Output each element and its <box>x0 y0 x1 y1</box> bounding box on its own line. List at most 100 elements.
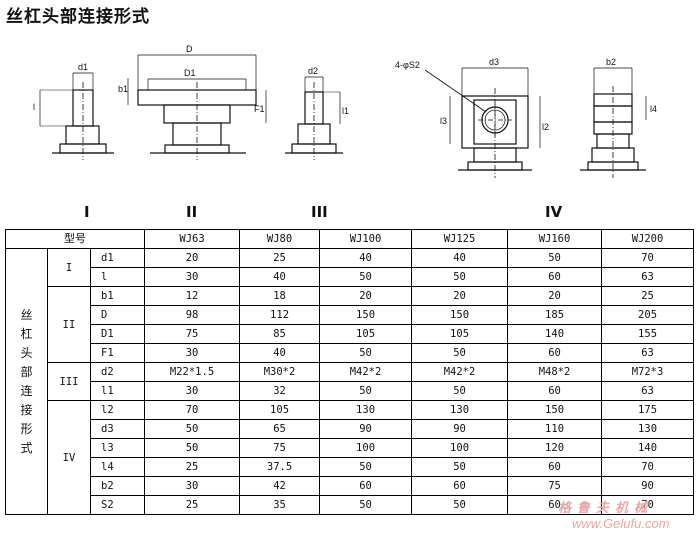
value-cell: 37.5 <box>239 457 321 477</box>
param-code: b2 <box>89 476 146 496</box>
form-i-drawing <box>39 72 114 160</box>
value-cell: 90 <box>319 419 413 439</box>
value-cell: 30 <box>144 267 241 287</box>
value-cell: 60 <box>507 381 603 401</box>
value-cell: 60 <box>411 476 509 496</box>
value-cell: 70 <box>601 495 695 515</box>
dim-b2-label: b2 <box>606 57 616 67</box>
value-cell: 112 <box>239 305 321 325</box>
value-cell: 40 <box>239 343 321 363</box>
value-cell: 65 <box>239 419 321 439</box>
value-cell: 50 <box>319 343 413 363</box>
value-cell: 60 <box>507 495 603 515</box>
value-cell: 70 <box>144 400 241 420</box>
table-header-row: 型号 WJ63 WJ80 WJ100 WJ125 WJ160 WJ200 <box>4 229 695 249</box>
param-code: l3 <box>89 438 146 458</box>
param-code: b1 <box>89 286 146 306</box>
value-cell: 90 <box>601 476 695 496</box>
value-cell: 30 <box>144 381 241 401</box>
value-cell: M22*1.5 <box>144 362 241 382</box>
value-cell: 175 <box>601 400 695 420</box>
dim-hole-label: 4-φS2 <box>395 60 420 70</box>
value-cell: 60 <box>507 267 603 287</box>
value-cell: 42 <box>239 476 321 496</box>
value-cell: 100 <box>319 438 413 458</box>
watermark-cn: 格鲁夫机械 <box>558 501 654 516</box>
side-label: 丝杠头部连接形式 <box>5 248 48 515</box>
param-code: l4 <box>89 457 146 477</box>
value-cell: 40 <box>411 248 509 268</box>
value-cell: M30*2 <box>239 362 321 382</box>
form-cell: III <box>47 362 91 401</box>
value-cell: 130 <box>411 400 509 420</box>
value-cell: 98 <box>144 305 241 325</box>
value-cell: 50 <box>411 267 509 287</box>
header-label: 型号 <box>4 229 146 249</box>
param-code: l2 <box>89 400 146 420</box>
watermark-url: www.Gelufu.com <box>572 516 670 531</box>
value-cell: 140 <box>507 324 603 344</box>
dim-D1-label: D1 <box>184 68 196 78</box>
value-cell: 30 <box>144 343 241 363</box>
value-cell: 63 <box>601 267 695 287</box>
value-cell: 75 <box>239 438 321 458</box>
value-cell: 50 <box>319 495 413 515</box>
connection-form-drawings: d1 l D D1 b1 F1 d2 l1 <box>33 44 657 178</box>
value-cell: 25 <box>239 248 321 268</box>
value-cell: M42*2 <box>411 362 509 382</box>
dim-l1-label: l1 <box>342 106 349 116</box>
param-code: l1 <box>89 381 146 401</box>
form-cell: II <box>47 286 91 363</box>
value-cell: 90 <box>411 419 509 439</box>
form-iii-drawing <box>285 76 343 160</box>
form-cell: IV <box>47 400 91 515</box>
form-iv-caption: IV <box>545 203 563 221</box>
value-cell: 50 <box>144 419 241 439</box>
value-cell: 18 <box>239 286 321 306</box>
value-cell: 20 <box>411 286 509 306</box>
value-cell: 100 <box>411 438 509 458</box>
value-cell: 75 <box>507 476 603 496</box>
value-cell: 35 <box>239 495 321 515</box>
value-cell: 63 <box>601 343 695 363</box>
value-cell: 50 <box>319 381 413 401</box>
form-iv-front-drawing <box>424 67 541 178</box>
dim-d3-label: d3 <box>489 57 499 67</box>
value-cell: M42*2 <box>319 362 413 382</box>
value-cell: 155 <box>601 324 695 344</box>
value-cell: 50 <box>144 438 241 458</box>
value-cell: 205 <box>601 305 695 325</box>
value-cell: 63 <box>601 381 695 401</box>
param-code: S2 <box>89 495 146 515</box>
value-cell: 120 <box>507 438 603 458</box>
model-header: WJ125 <box>411 229 509 249</box>
value-cell: 50 <box>411 381 509 401</box>
value-cell: 60 <box>507 457 603 477</box>
param-code: d3 <box>89 419 146 439</box>
dim-d1-label: d1 <box>78 62 88 72</box>
form-iv-side-drawing <box>580 67 647 178</box>
value-cell: 105 <box>239 400 321 420</box>
dim-l2-label: l2 <box>542 122 549 132</box>
spec-table: 型号 WJ63 WJ80 WJ100 WJ125 WJ160 WJ200 丝杠头… <box>4 229 695 515</box>
model-header: WJ200 <box>601 229 695 249</box>
value-cell: 105 <box>319 324 413 344</box>
param-code: l <box>89 267 146 287</box>
value-cell: 150 <box>319 305 413 325</box>
form-ii-drawing <box>127 54 267 160</box>
value-cell: 40 <box>319 248 413 268</box>
value-cell: 140 <box>601 438 695 458</box>
form-iii-caption: III <box>311 203 328 221</box>
dim-b1-label: b1 <box>118 84 128 94</box>
page-title: 丝杠头部连接形式 <box>6 7 150 27</box>
side-label-text: 丝杠头部连接形式 <box>20 307 33 455</box>
